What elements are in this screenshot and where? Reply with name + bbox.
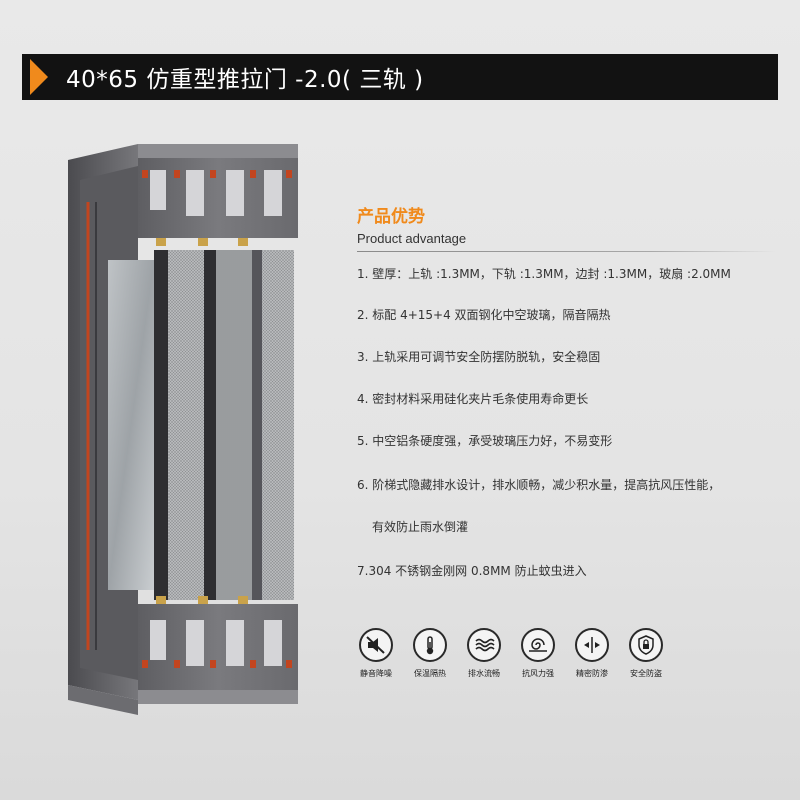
seal-arrows-icon: [575, 628, 609, 662]
orange-arrow-icon: [30, 59, 48, 95]
bottom-rail-profile: [68, 596, 298, 715]
icon-cell-mute: 静音降噪: [348, 628, 404, 679]
icon-label: 安全防盗: [630, 669, 662, 678]
icon-cell-wind: 抗风力强: [510, 628, 566, 679]
feature-icon-row: 静音降噪 保温隔热 排水流畅 抗风力强: [348, 628, 678, 698]
advantage-title: 产品优势: [357, 207, 425, 227]
icon-cell-seal: 精密防渗: [564, 628, 620, 679]
wind-swirl-icon: [521, 628, 555, 662]
feature-item: 6. 阶梯式隐藏排水设计，排水顺畅，减少积水量，提高抗风压性能，: [357, 478, 721, 492]
title-arrow-wrap: [22, 54, 62, 100]
icon-label: 抗风力强: [522, 669, 554, 678]
feature-item: 5. 中空铝条硬度强，承受玻璃压力好，不易变形: [357, 434, 613, 448]
feature-item: 7.304 不锈钢金刚网 0.8MM 防止蚊虫进入: [357, 564, 587, 578]
feature-item: 1. 壁厚：上轨 :1.3MM，下轨 :1.3MM，边封 :1.3MM，玻扇 :…: [357, 267, 731, 281]
icon-label: 静音降噪: [360, 669, 392, 678]
advantage-subtitle: Product advantage: [357, 231, 467, 246]
shield-lock-icon: [629, 628, 663, 662]
feature-item-continuation: 有效防止雨水倒灌: [372, 520, 469, 534]
icon-label: 保温隔热: [414, 669, 446, 678]
icon-cell-security: 安全防盗: [618, 628, 674, 679]
page-title: 40*65 仿重型推拉门 -2.0( 三轨 ): [66, 67, 424, 93]
feature-item: 3. 上轨采用可调节安全防摆防脱轨，安全稳固: [357, 350, 601, 364]
icon-cell-thermal: 保温隔热: [402, 628, 458, 679]
title-bar: 40*65 仿重型推拉门 -2.0( 三轨 ): [22, 54, 778, 100]
water-waves-icon: [467, 628, 501, 662]
mute-speaker-icon: [359, 628, 393, 662]
feature-item: 2. 标配 4+15+4 双面钢化中空玻璃，隔音隔热: [357, 308, 611, 322]
top-rail-profile: [138, 144, 298, 246]
feature-item: 4. 密封材料采用硅化夹片毛条使用寿命更长: [357, 392, 589, 406]
advantage-divider: [357, 251, 777, 252]
icon-cell-drainage: 排水流畅: [456, 628, 512, 679]
icon-label: 排水流畅: [468, 669, 500, 678]
advantage-section: 产品优势 Product advantage: [357, 202, 777, 252]
thermometer-icon: [413, 628, 447, 662]
glass-panels: [108, 250, 294, 600]
icon-label: 精密防渗: [576, 669, 608, 678]
door-profile-illustration: [68, 144, 298, 715]
